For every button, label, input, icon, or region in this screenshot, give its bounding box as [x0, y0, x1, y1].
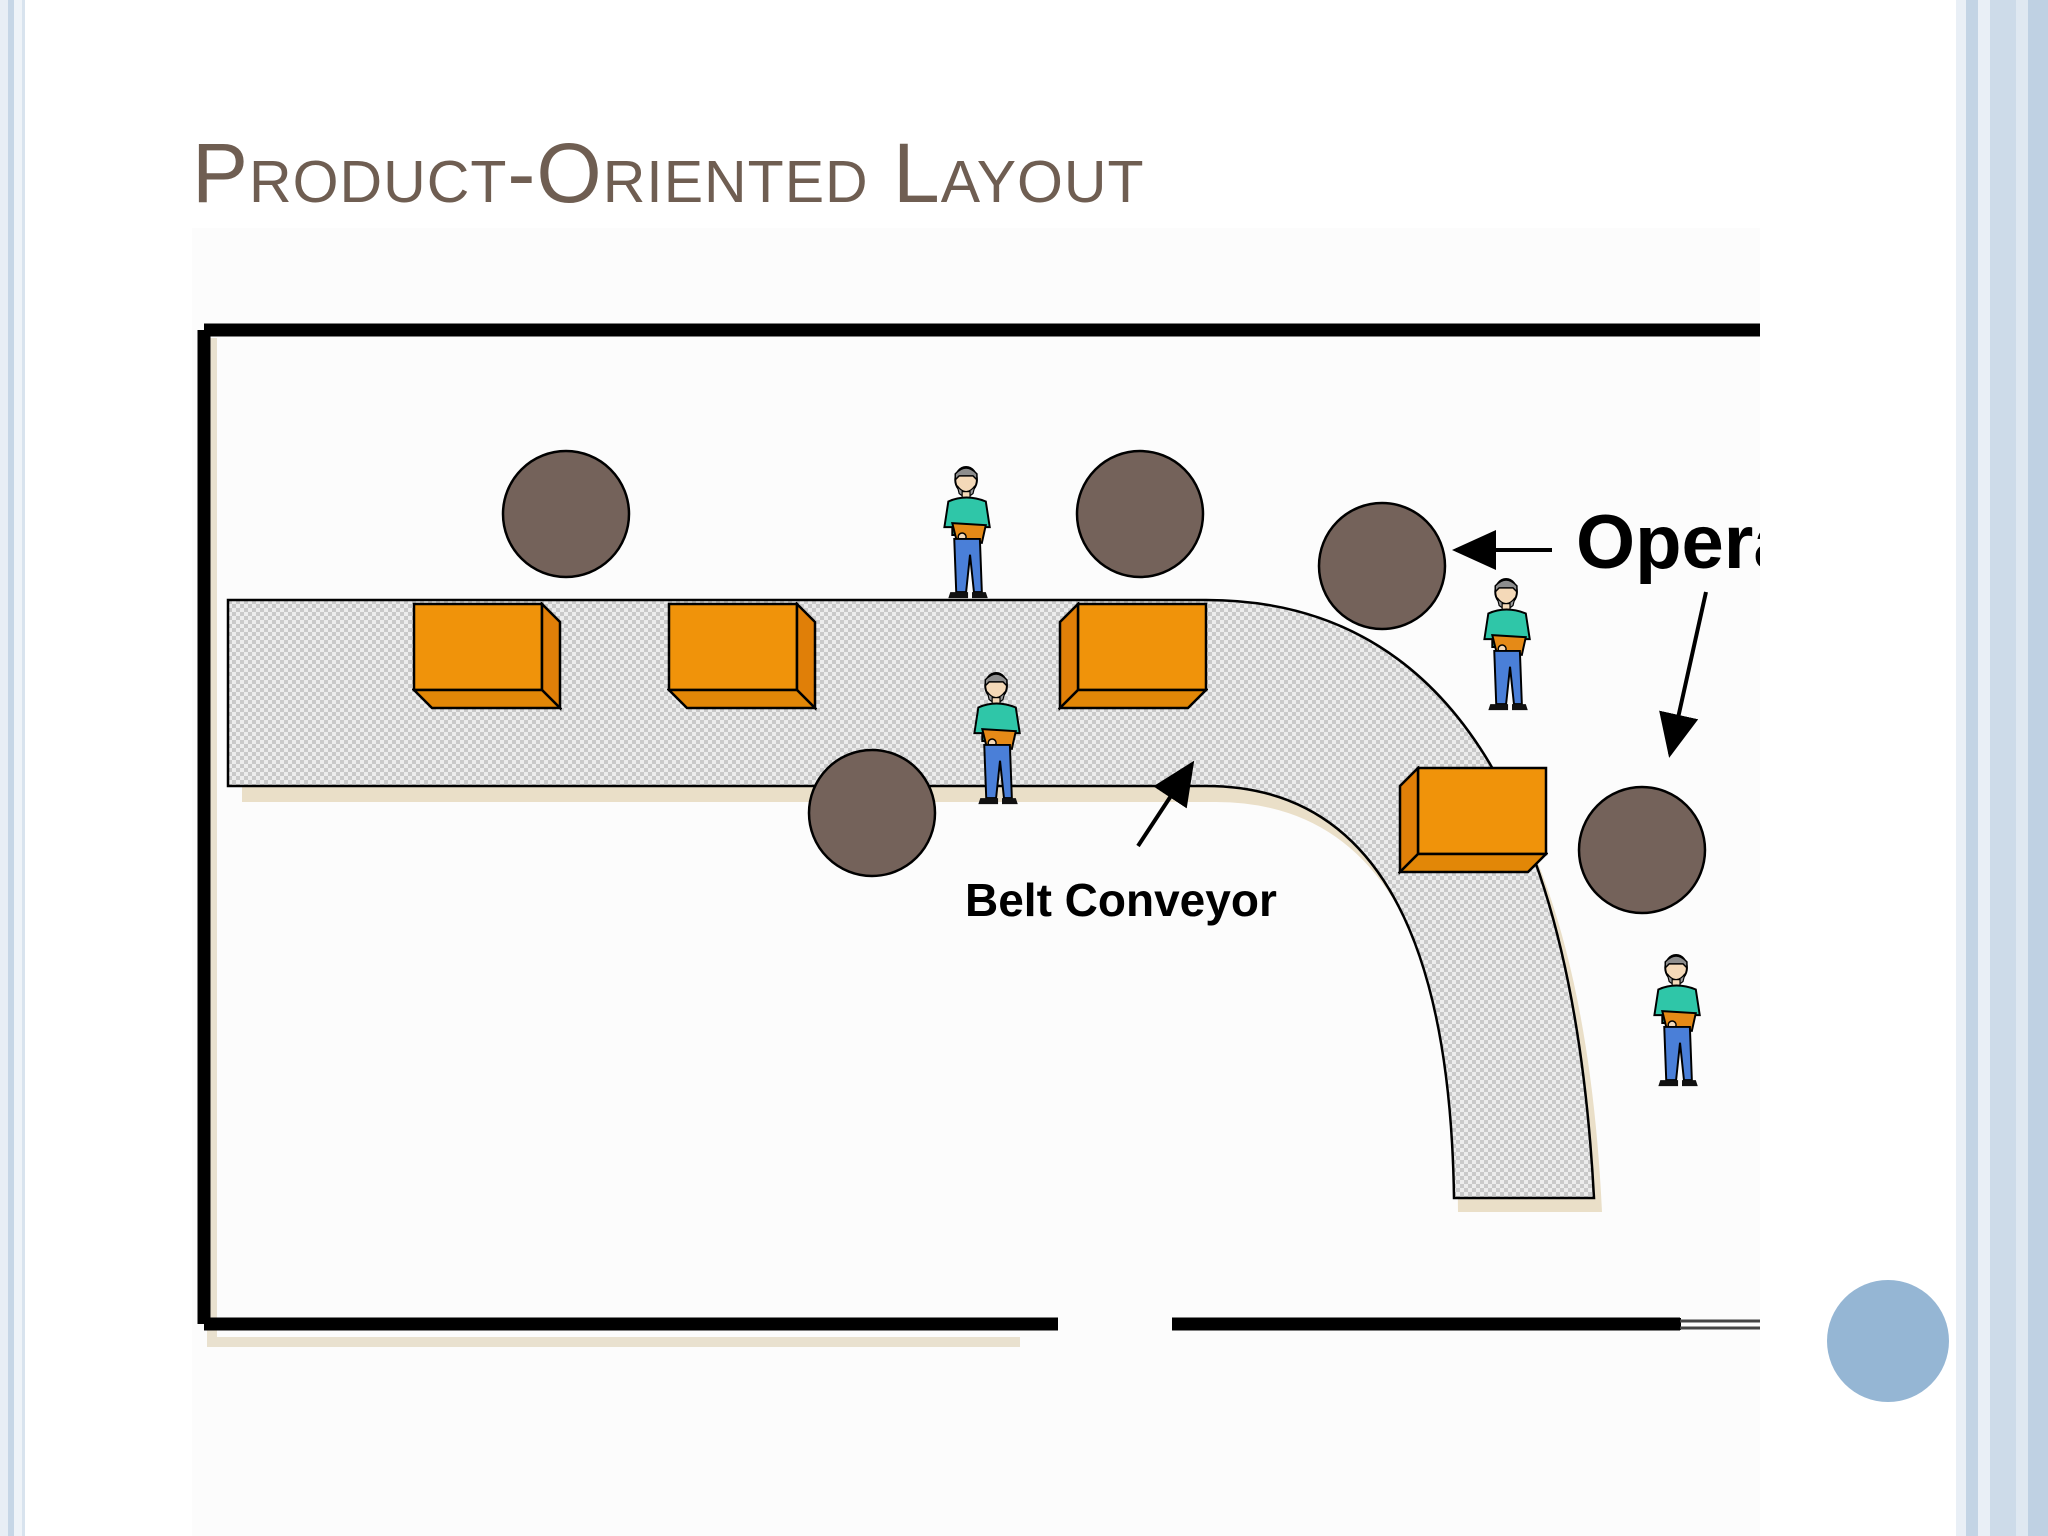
- product-box-icon: [1398, 766, 1548, 874]
- operation-stations: [501, 449, 1707, 915]
- worker-icon: [1653, 954, 1701, 1088]
- left-decorative-line: [22, 0, 25, 1536]
- belt-conveyor: [226, 598, 1602, 1212]
- product-box-icon: [412, 602, 562, 710]
- operation-station-icon: [1075, 449, 1205, 579]
- pointer-arrow-icon: [1136, 760, 1195, 848]
- pointer-arrows: [1136, 530, 1708, 848]
- slide-title: Product-Oriented Layout: [192, 126, 1145, 220]
- operation-station-icon: [1577, 785, 1707, 915]
- product-box-icon: [667, 602, 817, 710]
- operation-station-icon: [807, 748, 937, 878]
- operations-label: Operations: [1576, 500, 1760, 585]
- layout-diagram-svg: Operations Belt Conveyor: [197, 323, 1977, 1347]
- product-box-icon: [1058, 602, 1208, 710]
- pointer-arrow-icon: [1659, 591, 1708, 758]
- decorative-accent-circle: [1827, 1280, 1949, 1402]
- operation-station-icon: [501, 449, 631, 579]
- right-decorative-border: [1956, 0, 2048, 1536]
- left-decorative-border: [0, 0, 22, 1536]
- worker-icon: [1483, 578, 1531, 712]
- worker-icon: [943, 466, 991, 600]
- operation-station-icon: [1317, 501, 1447, 631]
- layout-diagram: Operations Belt Conveyor: [192, 228, 1977, 1536]
- belt-conveyor-label: Belt Conveyor: [965, 874, 1277, 926]
